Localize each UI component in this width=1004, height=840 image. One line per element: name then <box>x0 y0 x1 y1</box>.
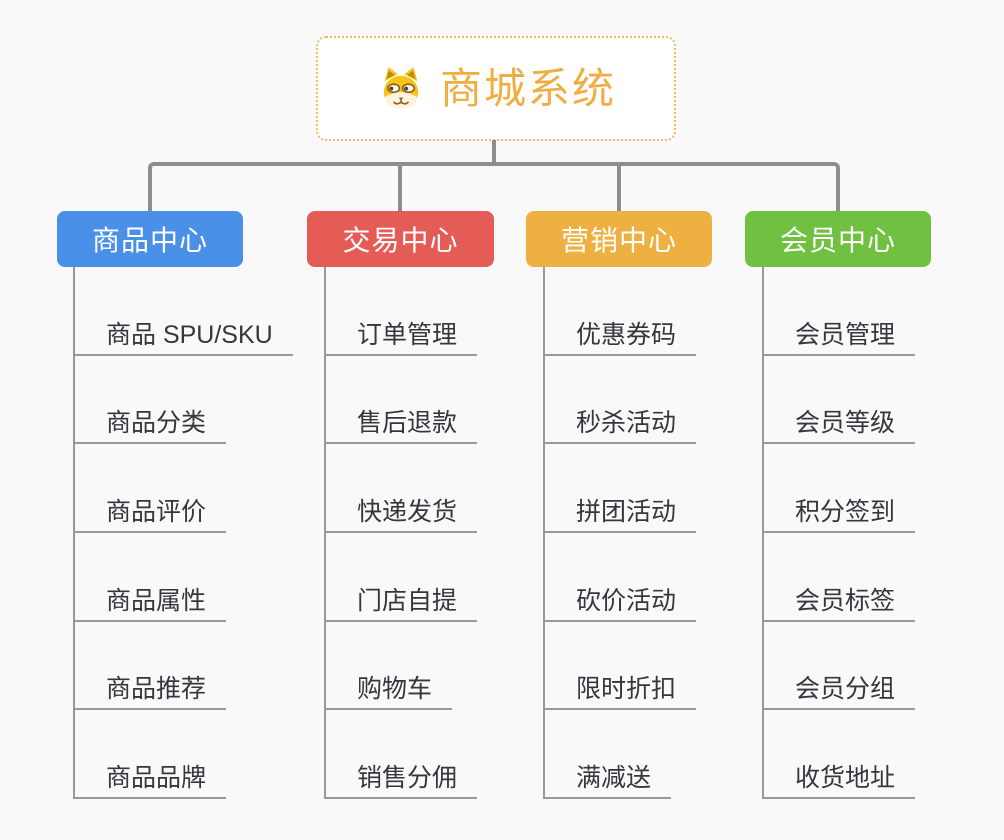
connector-stub-marketing-center <box>617 162 621 212</box>
leaf-label: 商品属性 <box>106 586 207 615</box>
leaf-label: 限时折扣 <box>576 675 677 704</box>
branch-header-trade-center[interactable]: 交易中心 <box>307 211 494 267</box>
leaf-topic[interactable]: 优惠券码 <box>545 267 697 356</box>
leaf-topic[interactable]: 会员分组 <box>764 622 916 711</box>
leaf-label: 砍价活动 <box>576 586 677 615</box>
leaf-topic[interactable]: 商品分类 <box>75 356 227 445</box>
leaf-label: 商品品牌 <box>106 763 207 792</box>
leaf-label: 秒杀活动 <box>576 409 677 438</box>
leaf-label: 优惠券码 <box>576 320 677 349</box>
leaf-label: 收货地址 <box>795 763 896 792</box>
leaf-topic[interactable]: 会员等级 <box>764 356 916 445</box>
leaf-topic[interactable]: 购物车 <box>326 622 453 711</box>
leaf-label: 商品推荐 <box>106 675 207 704</box>
leaf-topic[interactable]: 商品属性 <box>75 533 227 622</box>
leaf-topic[interactable]: 售后退款 <box>326 356 478 445</box>
leaf-label: 商品分类 <box>106 409 207 438</box>
root-topic[interactable]: 商城系统 <box>316 36 676 141</box>
leaf-label: 满减送 <box>576 763 652 792</box>
leaf-label: 会员等级 <box>795 409 896 438</box>
connector-rail <box>148 162 840 212</box>
leaf-topic[interactable]: 销售分佣 <box>326 710 478 799</box>
leaf-label: 快递发货 <box>357 497 458 526</box>
branch-items-marketing-center: 优惠券码 秒杀活动 拼团活动 砍价活动 限时折扣 满减送 <box>543 267 697 799</box>
leaf-topic[interactable]: 门店自提 <box>326 533 478 622</box>
leaf-topic[interactable]: 砍价活动 <box>545 533 697 622</box>
leaf-topic[interactable]: 会员标签 <box>764 533 916 622</box>
dog-face-icon <box>376 65 426 113</box>
leaf-topic[interactable]: 限时折扣 <box>545 622 697 711</box>
leaf-label: 购物车 <box>357 675 433 704</box>
leaf-label: 会员管理 <box>795 320 896 349</box>
leaf-topic[interactable]: 商品品牌 <box>75 710 227 799</box>
branch-header-member-center[interactable]: 会员中心 <box>745 211 931 267</box>
leaf-topic[interactable]: 商品 SPU/SKU <box>75 267 293 356</box>
leaf-label: 订单管理 <box>357 320 458 349</box>
leaf-label: 商品 SPU/SKU <box>106 320 273 349</box>
leaf-topic[interactable]: 积分签到 <box>764 444 916 533</box>
leaf-topic[interactable]: 秒杀活动 <box>545 356 697 445</box>
leaf-label: 会员分组 <box>795 675 896 704</box>
leaf-topic[interactable]: 商品推荐 <box>75 622 227 711</box>
leaf-label: 积分签到 <box>795 497 896 526</box>
branch-items-member-center: 会员管理 会员等级 积分签到 会员标签 会员分组 收货地址 <box>762 267 916 799</box>
leaf-label: 售后退款 <box>357 409 458 438</box>
leaf-topic[interactable]: 满减送 <box>545 710 672 799</box>
leaf-label: 商品评价 <box>106 497 207 526</box>
branch-header-product-center[interactable]: 商品中心 <box>57 211 243 267</box>
leaf-label: 拼团活动 <box>576 497 677 526</box>
leaf-topic[interactable]: 拼团活动 <box>545 444 697 533</box>
leaf-topic[interactable]: 商品评价 <box>75 444 227 533</box>
leaf-topic[interactable]: 订单管理 <box>326 267 478 356</box>
leaf-topic[interactable]: 收货地址 <box>764 710 916 799</box>
branch-header-marketing-center[interactable]: 营销中心 <box>526 211 712 267</box>
leaf-topic[interactable]: 会员管理 <box>764 267 916 356</box>
leaf-topic[interactable]: 快递发货 <box>326 444 478 533</box>
branch-items-product-center: 商品 SPU/SKU 商品分类 商品评价 商品属性 商品推荐 商品品牌 <box>73 267 293 799</box>
connector-stub-trade-center <box>398 162 402 212</box>
branch-items-trade-center: 订单管理 售后退款 快递发货 门店自提 购物车 销售分佣 <box>324 267 478 799</box>
connector-root-stub <box>492 140 496 165</box>
leaf-label: 会员标签 <box>795 586 896 615</box>
leaf-label: 销售分佣 <box>357 763 458 792</box>
leaf-label: 门店自提 <box>357 586 458 615</box>
root-topic-title: 商城系统 <box>439 64 616 112</box>
